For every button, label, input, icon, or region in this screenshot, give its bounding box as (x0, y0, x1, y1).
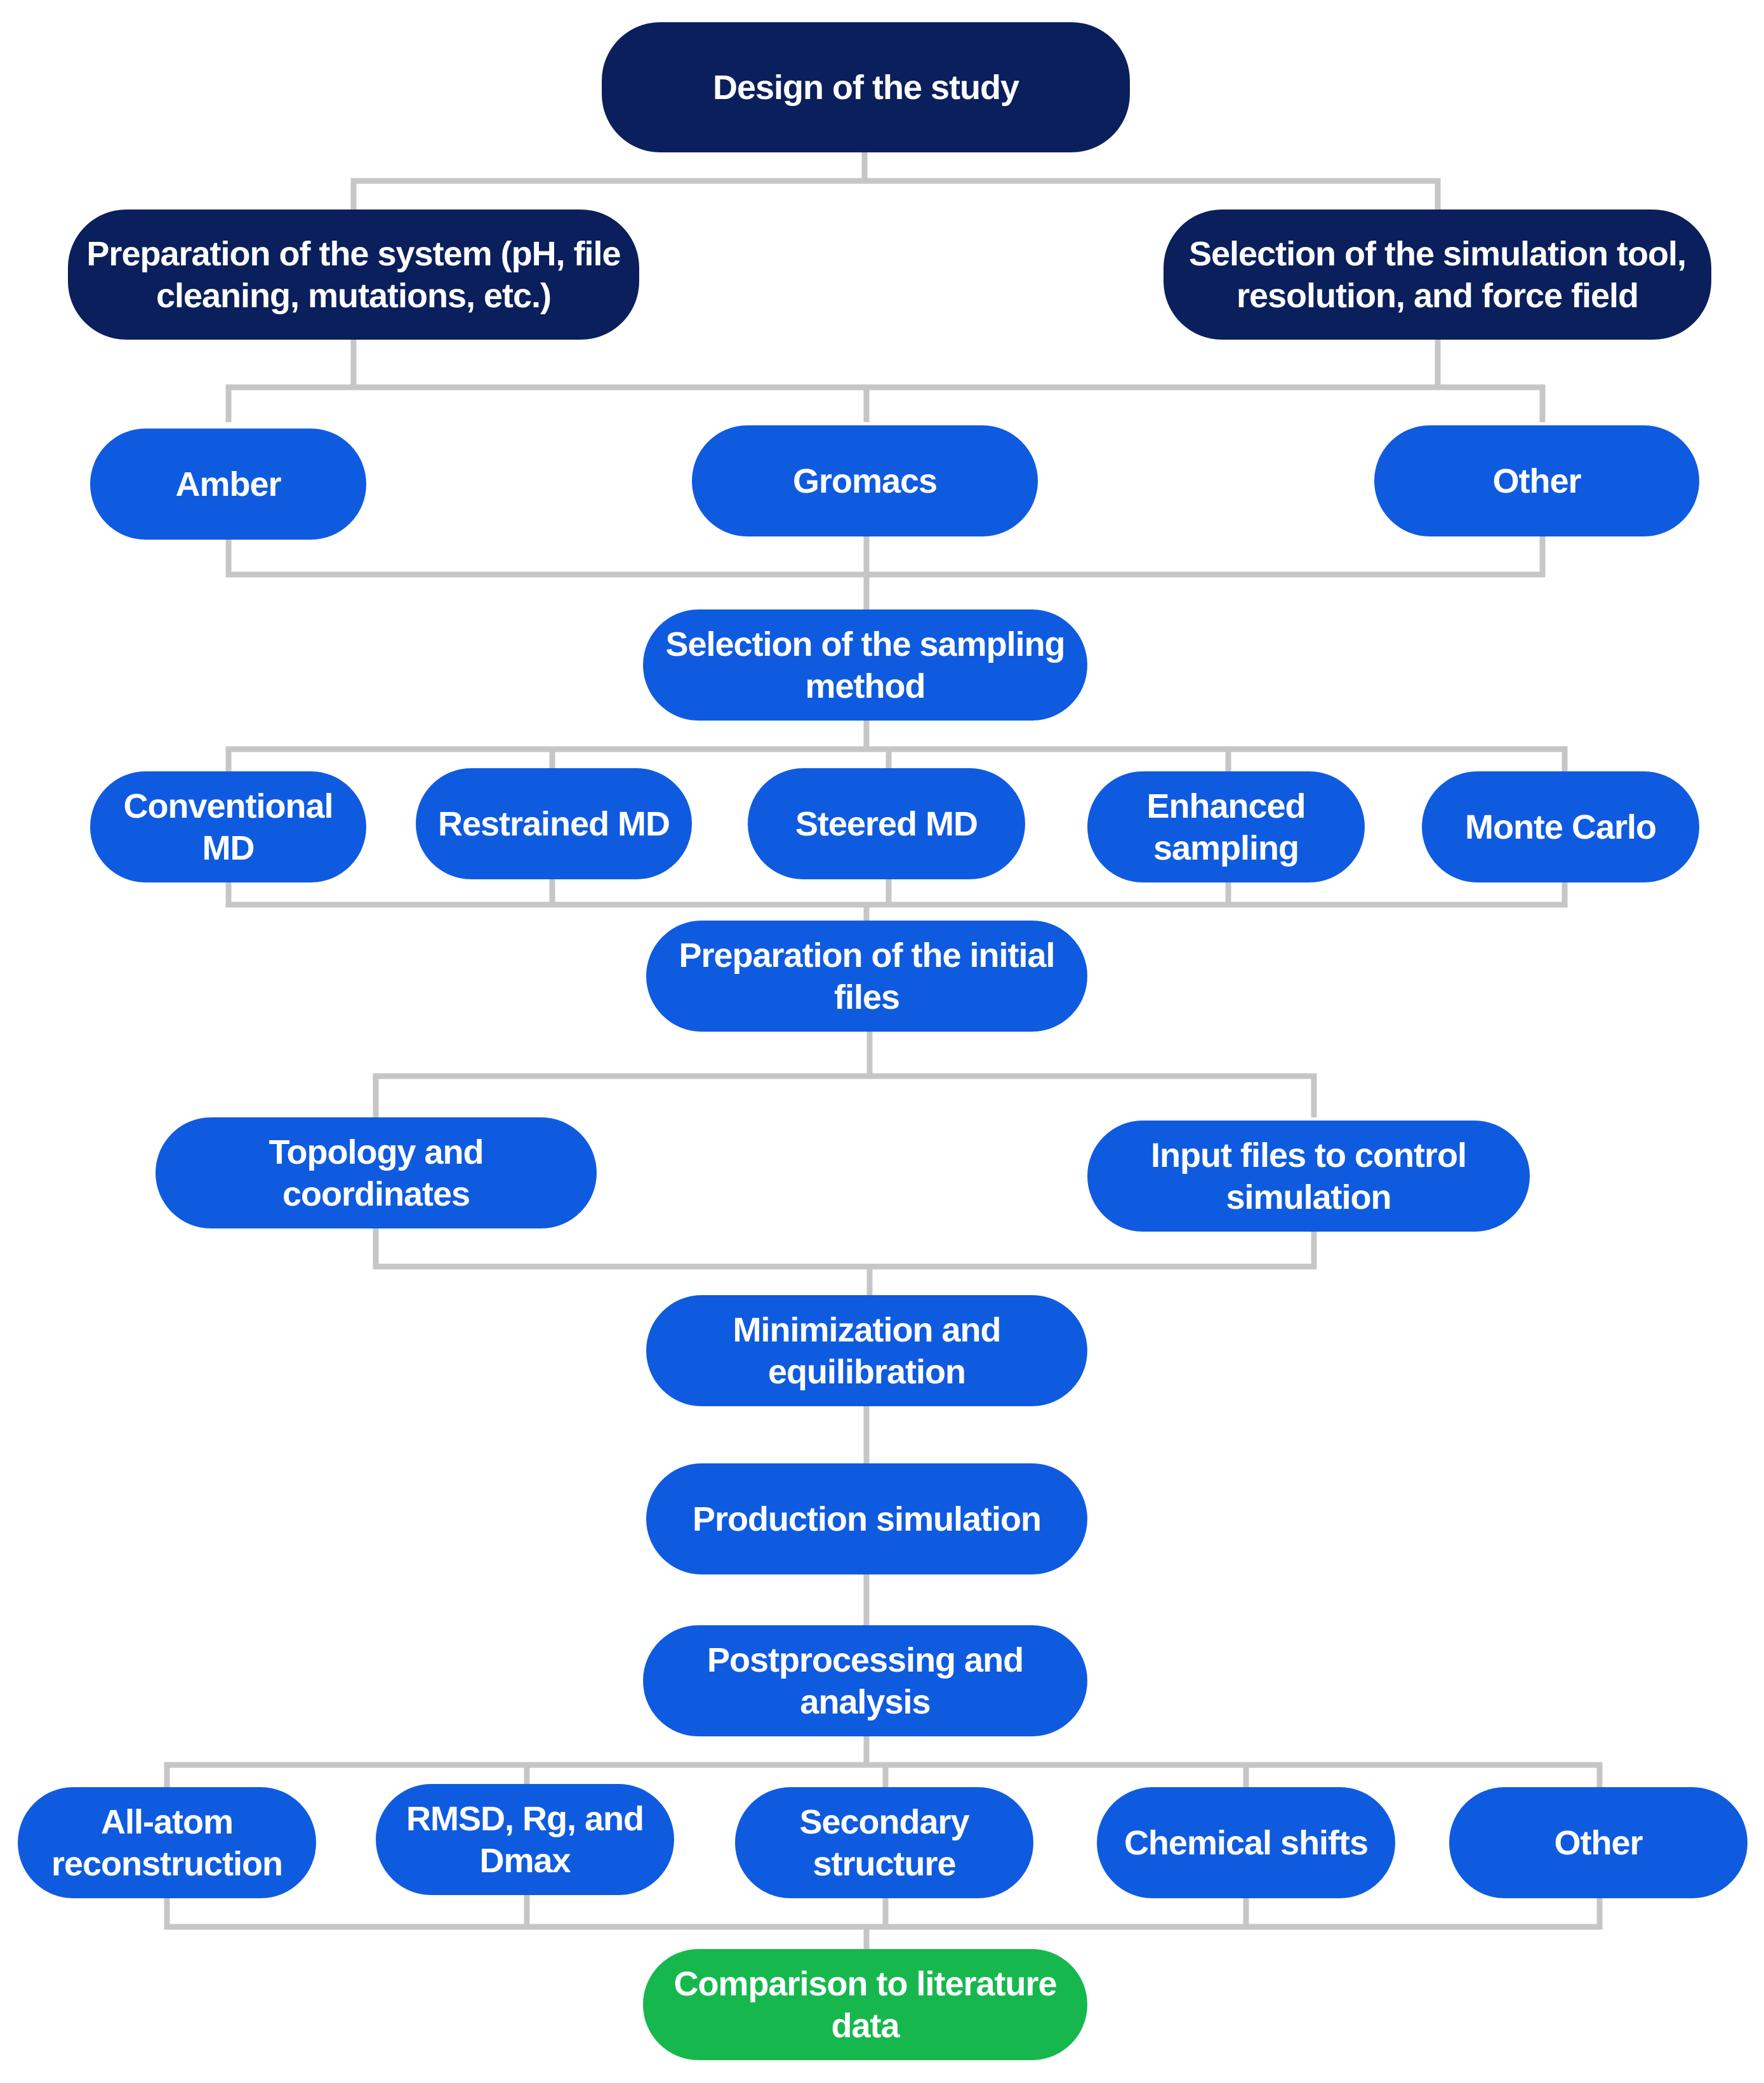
node-monte-carlo: Monte Carlo (1422, 771, 1699, 882)
node-steered-md: Steered MD (748, 768, 1025, 879)
node-minimization-and-equilibration: Minimization and equilibration (646, 1295, 1087, 1406)
node-design-of-the-study: Design of the study (602, 22, 1130, 152)
node-selection-of-sampling-method: Selection of the sampling method (643, 609, 1087, 721)
node-topology-and-coordinates: Topology and coordinates (156, 1117, 597, 1228)
node-all-atom-reconstruction: All-atom reconstruction (18, 1787, 316, 1898)
node-preparation-of-initial-files: Preparation of the initial files (646, 921, 1087, 1032)
node-selection-of-simulation-tool: Selection of the simulation tool, resolu… (1164, 210, 1711, 340)
node-restrained-md: Restrained MD (416, 768, 692, 879)
node-amber: Amber (90, 429, 366, 540)
node-enhanced-sampling: Enhanced sampling (1087, 771, 1365, 882)
node-preparation-of-the-system: Preparation of the system (pH, file clea… (68, 210, 639, 340)
node-other-tool: Other (1374, 425, 1699, 536)
node-production-simulation: Production simulation (646, 1463, 1087, 1574)
node-input-files-to-control-simulation: Input files to control simulation (1087, 1121, 1530, 1232)
node-secondary-structure: Secondary structure (735, 1787, 1033, 1898)
node-gromacs: Gromacs (692, 425, 1038, 536)
node-postprocessing-and-analysis: Postprocessing and analysis (643, 1625, 1087, 1736)
node-chemical-shifts: Chemical shifts (1097, 1787, 1395, 1898)
node-conventional-md: Conventional MD (90, 771, 366, 882)
node-rmsd-rg-dmax: RMSD, Rg, and Dmax (376, 1784, 674, 1895)
node-comparison-to-literature-data: Comparison to literature data (643, 1949, 1087, 2060)
node-other-analysis: Other (1449, 1787, 1747, 1898)
